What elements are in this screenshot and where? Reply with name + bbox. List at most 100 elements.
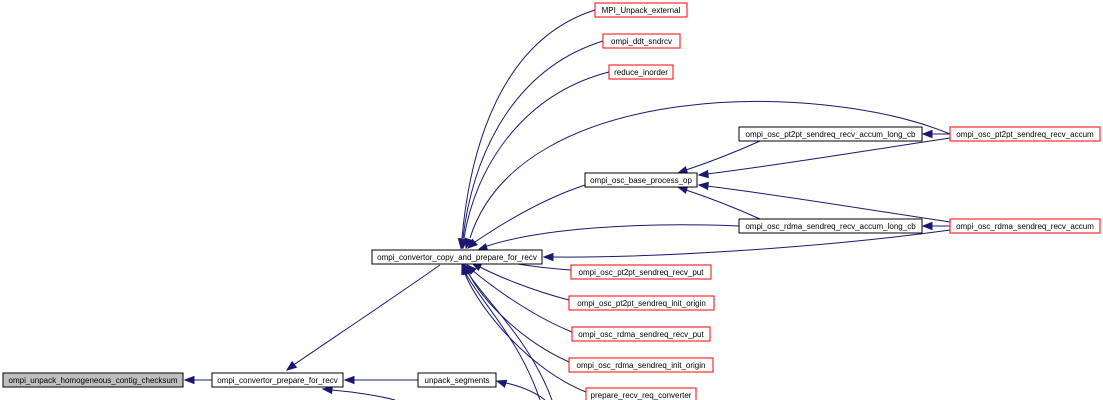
edge-line: [685, 140, 761, 171]
edge-unpack-to-prepare: [343, 375, 418, 385]
edge-line: [706, 137, 951, 175]
node-label: ompi_ddt_sndrcv: [611, 37, 672, 46]
edge-prepare-to-root: [183, 375, 212, 385]
node-prepare-recv-req-converter[interactable]: prepare_recv_req_converter: [585, 387, 697, 400]
node-label: reduce_inorder: [614, 68, 668, 77]
node-box: [2, 372, 184, 388]
edge-arrowhead: [464, 263, 474, 276]
edge-pt2ptinit-to-copy: [470, 262, 570, 301]
node-unpack-segments[interactable]: unpack_segments: [417, 372, 497, 388]
edge-ddtsndrcv-to-copy: [458, 40, 604, 250]
edge-rdmainit-to-copy: [463, 263, 570, 363]
node-label: prepare_recv_req_converter: [591, 391, 692, 400]
node-box: [738, 126, 923, 142]
node-label: unpack_segments: [425, 376, 490, 385]
edge-rdmalongcb-to-copy: [476, 224, 740, 252]
node-label: ompi_osc_pt2pt_sendreq_recv_accum_long_c…: [746, 130, 916, 139]
edge-offscreen-b-to-copy: [464, 263, 553, 400]
node-mpi-unpack-external[interactable]: MPI_Unpack_external: [594, 2, 688, 18]
edge-line: [469, 101, 951, 239]
node-ompi-osc-pt2pt-sendreq-recv-accum[interactable]: ompi_osc_pt2pt_sendreq_recv_accum: [949, 126, 1101, 142]
node-label: ompi_convertor_prepare_for_recv: [217, 376, 338, 385]
node-label: ompi_unpack_homogeneous_contig_checksum: [9, 376, 178, 385]
edge-arrowhead: [921, 129, 933, 139]
edge-pt2ptaccum-to-baseop: [697, 137, 951, 179]
node-ompi-osc-rdma-sendreq-recv-accum-long-cb[interactable]: ompi_osc_rdma_sendreq_recv_accum_long_cb: [738, 218, 923, 234]
edge-line: [483, 224, 740, 248]
node-box: [584, 172, 698, 188]
edge-line: [291, 264, 441, 367]
edge-arrowhead: [343, 375, 355, 385]
edge-line: [474, 184, 586, 243]
edge-line: [331, 389, 396, 400]
edge-arrowhead: [466, 238, 478, 249]
node-box: [608, 64, 674, 80]
node-label: ompi_osc_pt2pt_sendreq_recv_accum: [956, 130, 1094, 139]
node-ompi-osc-pt2pt-sendreq-recv-accum-long-cb[interactable]: ompi_osc_pt2pt_sendreq_recv_accum_long_c…: [738, 126, 923, 142]
edge-arrowhead: [464, 237, 473, 250]
node-box: [371, 249, 543, 265]
edge-arrowhead: [183, 375, 195, 385]
node-box: [949, 126, 1101, 142]
node-label: MPI_Unpack_external: [602, 6, 681, 15]
edge-line: [463, 71, 610, 239]
edge-pt2ptaccum-to-copy: [464, 101, 951, 250]
edge-line: [467, 271, 570, 363]
edge-mpiunpack-to-copy: [457, 9, 596, 250]
node-box: [949, 218, 1101, 234]
edge-arrowhead: [697, 181, 709, 191]
edge-line: [477, 265, 570, 301]
edge-line: [471, 269, 573, 333]
node-label: ompi_osc_rdma_sendreq_recv_accum: [956, 222, 1094, 231]
node-ompi-osc-rdma-sendreq-recv-put[interactable]: ompi_osc_rdma_sendreq_recv_put: [571, 326, 711, 342]
edge-line: [685, 189, 761, 220]
node-ompi-convertor-copy-and-prepare-for-recv[interactable]: ompi_convertor_copy_and_prepare_for_recv: [371, 249, 543, 265]
node-ompi-osc-base-process-op[interactable]: ompi_osc_base_process_op: [584, 172, 698, 188]
node-label: ompi_osc_pt2pt_sendreq_recv_put: [579, 268, 705, 277]
node-label: ompi_convertor_copy_and_prepare_for_recv: [377, 253, 537, 262]
node-box: [417, 372, 497, 388]
edge-arrowhead: [542, 252, 554, 262]
edge-offscreen-to-unpack: [495, 379, 546, 400]
edge-arrowhead: [285, 360, 298, 371]
node-ompi-osc-rdma-sendreq-init-origin[interactable]: ompi_osc_rdma_sendreq_init_origin: [568, 357, 714, 373]
node-reduce-inorder[interactable]: reduce_inorder: [608, 64, 674, 80]
node-box: [602, 33, 681, 49]
edge-baseop-to-copy: [466, 184, 586, 249]
node-ompi-ddt-sndrcv[interactable]: ompi_ddt_sndrcv: [602, 33, 681, 49]
edge-rdmaaccum-to-longcb: [921, 221, 950, 231]
node-ompi-osc-pt2pt-sendreq-recv-put[interactable]: ompi_osc_pt2pt_sendreq_recv_put: [570, 264, 712, 280]
edge-line: [552, 229, 951, 258]
node-ompi-convertor-prepare-for-recv[interactable]: ompi_convertor_prepare_for_recv: [211, 372, 344, 388]
node-ompi-osc-rdma-sendreq-recv-accum[interactable]: ompi_osc_rdma_sendreq_recv_accum: [949, 218, 1101, 234]
node-box: [738, 218, 923, 234]
edge-pt2ptaccum-to-longcb: [921, 129, 950, 139]
node-box: [570, 264, 712, 280]
node-label: ompi_osc_base_process_op: [590, 176, 692, 185]
node-box: [585, 387, 697, 400]
edge-line: [461, 9, 596, 239]
edge-line: [462, 40, 604, 239]
edge-arrowhead: [321, 385, 333, 395]
node-box: [571, 326, 711, 342]
node-ompi-osc-pt2pt-sendreq-init-origin[interactable]: ompi_osc_pt2pt_sendreq_init_origin: [568, 295, 715, 311]
edge-arrowhead: [921, 221, 933, 231]
node-ompi-unpack-homogeneous-contig-checksum[interactable]: ompi_unpack_homogeneous_contig_checksum: [2, 372, 184, 388]
edge-line: [465, 273, 541, 400]
edge-line: [706, 185, 951, 223]
edge-arrowhead: [495, 379, 508, 388]
edge-copy-to-prepare: [285, 264, 441, 371]
edge-reduce-to-copy: [459, 71, 610, 250]
edge-arrowhead: [697, 169, 709, 179]
node-label: ompi_osc_rdma_sendreq_recv_put: [578, 330, 704, 339]
edge-rdmaaccum-to-baseop: [697, 181, 951, 223]
node-label: ompi_osc_rdma_sendreq_recv_accum_long_cb: [745, 222, 916, 231]
node-box: [211, 372, 344, 388]
node-box: [594, 2, 688, 18]
edge-line: [467, 272, 553, 400]
node-box: [568, 295, 715, 311]
call-edges: [183, 9, 951, 400]
node-label: ompi_osc_pt2pt_sendreq_init_origin: [577, 299, 706, 308]
